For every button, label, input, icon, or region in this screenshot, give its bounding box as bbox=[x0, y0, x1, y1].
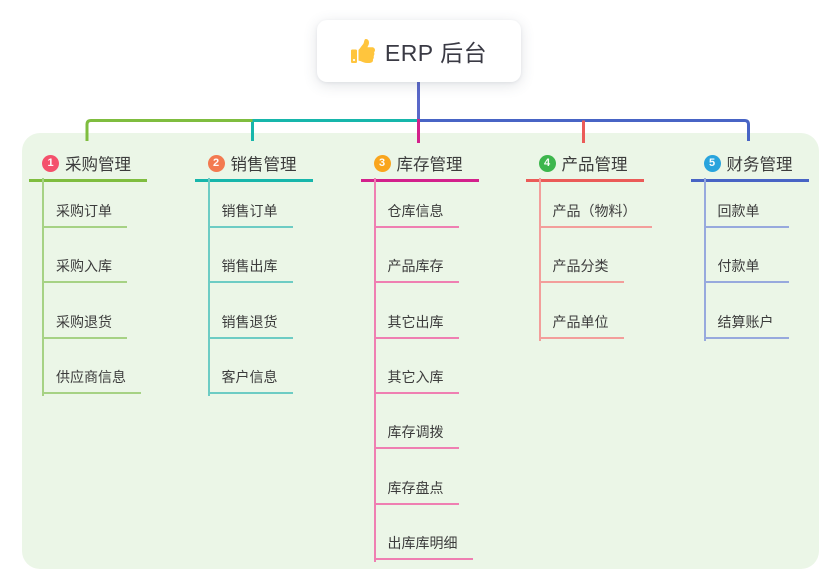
child-node[interactable]: 库存盘点 bbox=[373, 478, 459, 505]
priority-5-badge-icon: 5 bbox=[703, 154, 721, 172]
branch-node-4[interactable]: 4 产品管理 bbox=[525, 151, 644, 182]
root-title: ERP 后台 bbox=[384, 40, 488, 66]
branch-child-connector bbox=[42, 178, 44, 396]
child-node[interactable]: 仓库信息 bbox=[373, 201, 459, 228]
child-node[interactable]: 客户信息 bbox=[207, 367, 293, 394]
branch-child-connector bbox=[538, 178, 541, 341]
thumbs-up-icon bbox=[350, 39, 375, 63]
branch-node-3[interactable]: 3 库存管理 bbox=[360, 151, 479, 182]
branch-label: 库存管理 bbox=[396, 156, 463, 174]
priority-2-badge-icon: 2 bbox=[207, 154, 225, 172]
child-node[interactable]: 付款单 bbox=[703, 256, 789, 284]
child-node[interactable]: 采购退货 bbox=[42, 312, 127, 339]
child-node[interactable]: 采购入库 bbox=[42, 256, 127, 284]
child-node[interactable]: 产品分类 bbox=[538, 256, 624, 284]
child-node[interactable]: 销售退货 bbox=[207, 312, 293, 339]
branch-label: 财务管理 bbox=[726, 156, 793, 174]
root-node[interactable]: ERP 后台 bbox=[317, 20, 521, 82]
branch-child-connector bbox=[207, 178, 210, 396]
child-node[interactable]: 其它出库 bbox=[373, 312, 459, 339]
child-node[interactable]: 销售出库 bbox=[207, 256, 293, 284]
branches-panel bbox=[22, 133, 819, 569]
child-node[interactable]: 出库库明细 bbox=[373, 533, 473, 560]
branch-node-2[interactable]: 2 销售管理 bbox=[194, 151, 313, 182]
child-node[interactable]: 产品库存 bbox=[373, 256, 459, 284]
child-node[interactable]: 库存调拨 bbox=[373, 422, 459, 450]
branch-node-5[interactable]: 5 财务管理 bbox=[690, 151, 809, 182]
child-node[interactable]: 其它入库 bbox=[373, 367, 459, 394]
branch-label: 产品管理 bbox=[561, 156, 628, 174]
priority-3-badge-icon: 3 bbox=[373, 154, 391, 172]
child-node[interactable]: 销售订单 bbox=[207, 201, 293, 228]
branch-child-connector bbox=[373, 178, 376, 562]
branch-label: 采购管理 bbox=[65, 156, 131, 174]
child-node[interactable]: 结算账户 bbox=[703, 312, 789, 339]
branch-label: 销售管理 bbox=[230, 156, 297, 174]
child-node[interactable]: 供应商信息 bbox=[42, 367, 141, 394]
priority-1-badge-icon: 1 bbox=[42, 154, 59, 172]
child-node[interactable]: 采购订单 bbox=[42, 201, 127, 228]
branch-child-connector bbox=[703, 178, 706, 341]
child-node[interactable]: 产品（物料） bbox=[538, 201, 652, 228]
child-node[interactable]: 产品单位 bbox=[538, 312, 624, 339]
priority-4-badge-icon: 4 bbox=[538, 154, 556, 172]
branch-node-1[interactable]: 1 采购管理 bbox=[29, 151, 147, 182]
child-node[interactable]: 回款单 bbox=[703, 201, 789, 228]
